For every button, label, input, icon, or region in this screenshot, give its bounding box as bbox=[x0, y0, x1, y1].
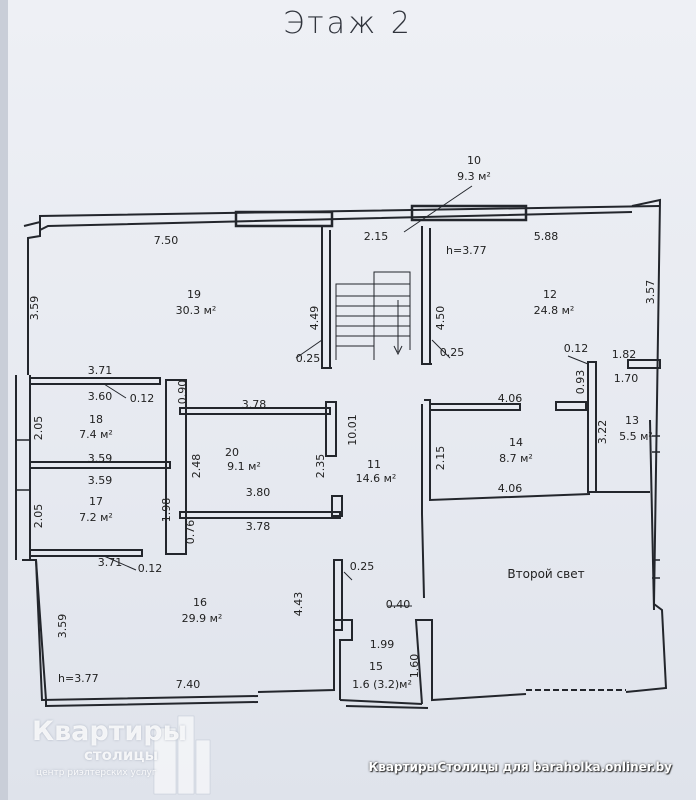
room-14-number: 14 bbox=[509, 436, 523, 449]
height-top: h=3.77 bbox=[446, 244, 487, 257]
dim: 3.71 bbox=[88, 364, 113, 377]
dim: 4.50 bbox=[434, 306, 447, 331]
dim: 3.59 bbox=[88, 452, 113, 465]
buildings-icon bbox=[153, 715, 211, 795]
dim: 3.59 bbox=[56, 614, 69, 639]
dim: 4.49 bbox=[308, 306, 321, 331]
room-12-number: 12 bbox=[543, 288, 557, 301]
room-15-area: 1.6 (3.2)м² bbox=[352, 678, 412, 691]
room-18-number: 18 bbox=[89, 413, 103, 426]
staircase bbox=[335, 271, 411, 360]
floor-title: Этаж 2 bbox=[283, 6, 413, 41]
dim: 2.15 bbox=[434, 446, 447, 471]
dim: 3.60 bbox=[88, 390, 113, 403]
dim: 0.12 bbox=[138, 562, 163, 575]
dim: 0.25 bbox=[350, 560, 375, 573]
dim: 1.99 bbox=[370, 638, 395, 651]
dim: 0.12 bbox=[564, 342, 589, 355]
room-18-area: 7.4 м² bbox=[79, 428, 113, 441]
dim: 5.88 bbox=[534, 230, 559, 243]
watermark-tagline: центр риэлтерских услуг bbox=[36, 768, 157, 778]
watermark-title: Квартиры bbox=[32, 716, 188, 747]
room-20-area: 9.1 м² bbox=[227, 460, 261, 473]
leaders bbox=[103, 185, 589, 607]
dim: 0.76 bbox=[184, 520, 197, 545]
dim: 0.25 bbox=[296, 352, 321, 365]
room-12-area: 24.8 м² bbox=[534, 304, 575, 317]
dim: 4.06 bbox=[498, 482, 523, 495]
dim: 1.70 bbox=[614, 372, 639, 385]
watermark-subtitle: столицы bbox=[84, 746, 159, 764]
room-10-number: 10 bbox=[467, 154, 481, 167]
dim: 4.06 bbox=[498, 392, 523, 405]
dim: 3.78 bbox=[242, 398, 267, 411]
room-17-area: 7.2 м² bbox=[79, 511, 113, 524]
dim: 0.93 bbox=[574, 370, 587, 395]
room-13-area: 5.5 м² bbox=[619, 430, 653, 443]
dim: 2.05 bbox=[32, 416, 45, 441]
room-11-number: 11 bbox=[367, 458, 381, 471]
credit-text: КвартирыСтолицы для baraholka.onliner.by bbox=[368, 760, 673, 774]
dim: 0.90 bbox=[176, 380, 189, 405]
dim: 7.40 bbox=[176, 678, 201, 691]
dim: 2.35 bbox=[314, 454, 327, 479]
dim: 2.15 bbox=[364, 230, 389, 243]
room-15-number: 15 bbox=[369, 660, 383, 673]
void-label: Второй свет bbox=[507, 567, 584, 581]
room-14-area: 8.7 м² bbox=[499, 452, 533, 465]
dim: 3.78 bbox=[246, 520, 271, 533]
dim: 10.01 bbox=[346, 414, 359, 446]
room-labels: 19 30.3 м² 12 24.8 м² 10 9.3 м² 18 7.4 м… bbox=[58, 154, 653, 691]
room-11-area: 14.6 м² bbox=[356, 472, 397, 485]
room-17-number: 17 bbox=[89, 495, 103, 508]
dim: 1.60 bbox=[408, 654, 421, 679]
room-16-number: 16 bbox=[193, 596, 207, 609]
dim: 2.48 bbox=[190, 454, 203, 479]
room-16-area: 29.9 м² bbox=[182, 612, 223, 625]
room-10-area: 9.3 м² bbox=[457, 170, 491, 183]
dim: 4.43 bbox=[292, 592, 305, 617]
dim: 0.12 bbox=[130, 392, 155, 405]
walls bbox=[15, 198, 668, 709]
dim: 1.98 bbox=[160, 498, 173, 523]
dim: 3.71 bbox=[98, 556, 123, 569]
dim: 2.05 bbox=[32, 504, 45, 529]
dim: 3.57 bbox=[644, 280, 657, 305]
dim: 3.59 bbox=[28, 296, 41, 321]
room-20-number: 20 bbox=[225, 446, 239, 459]
dim: 0.40 bbox=[386, 598, 411, 611]
window-marks bbox=[16, 435, 660, 579]
dim: 0.25 bbox=[440, 346, 465, 359]
dimension-labels: 7.50 2.15 5.88 3.59 4.49 0.25 4.50 0.25 … bbox=[28, 230, 657, 691]
dim: 3.59 bbox=[88, 474, 113, 487]
watermark-logo: Квартиры столицы центр риэлтерских услуг bbox=[24, 712, 214, 798]
room-13-number: 13 bbox=[625, 414, 639, 427]
dim: 3.80 bbox=[246, 486, 271, 499]
plan-sheet bbox=[6, 0, 696, 800]
dim: 7.50 bbox=[154, 234, 179, 247]
dim: 3.22 bbox=[596, 420, 609, 445]
sheet-edge bbox=[0, 0, 8, 800]
height-left: h=3.77 bbox=[58, 672, 99, 685]
dim: 1.82 bbox=[612, 348, 637, 361]
room-19-number: 19 bbox=[187, 288, 201, 301]
room-19-area: 30.3 м² bbox=[176, 304, 217, 317]
